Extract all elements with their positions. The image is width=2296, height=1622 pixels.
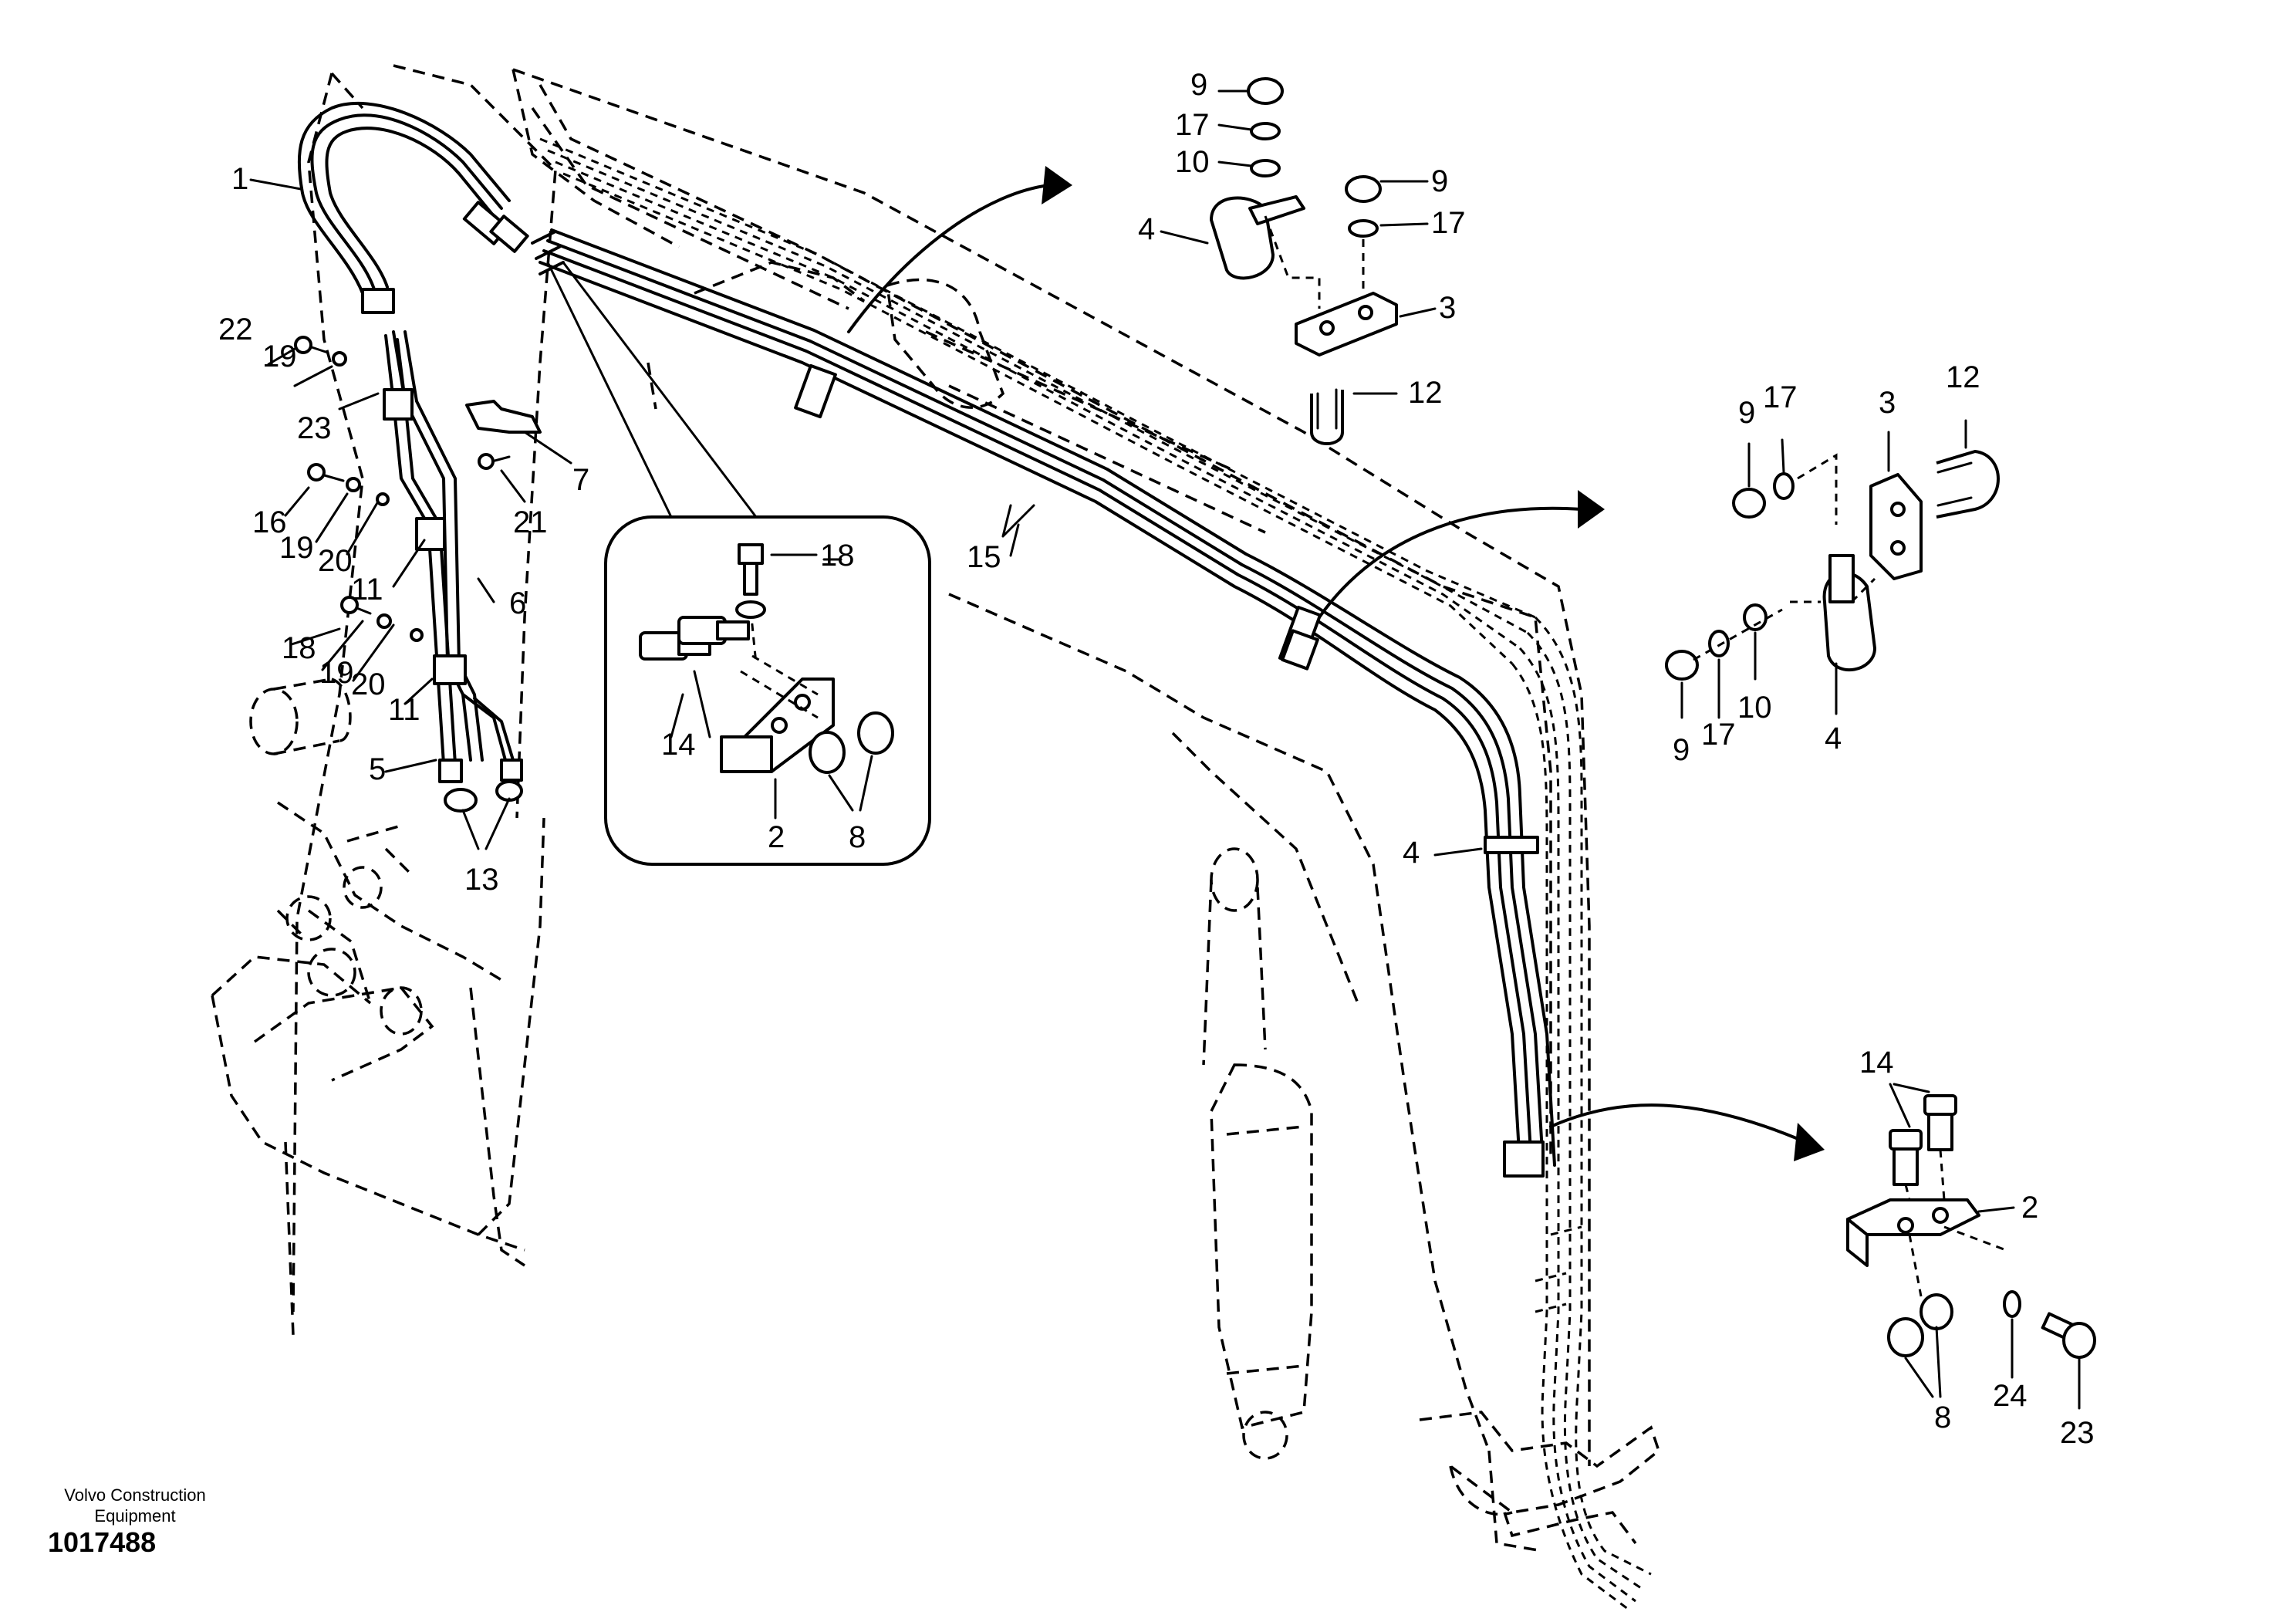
- callout-9: 9: [1190, 68, 1207, 102]
- callout-17: 17: [1763, 380, 1798, 414]
- callout-labels: 1 22 19 23 7 21 16 19 20 11 6 18 19 20 1…: [218, 68, 2095, 1450]
- clamp-detail-top: [847, 77, 1437, 445]
- callout-23: 23: [297, 411, 332, 445]
- callout-19: 19: [262, 340, 297, 373]
- callout-12: 12: [1946, 360, 1980, 394]
- callout-20: 20: [351, 667, 386, 701]
- callout-23: 23: [2060, 1416, 2095, 1450]
- callout-15: 15: [967, 540, 1001, 574]
- callout-18: 18: [820, 539, 855, 573]
- detail-inset: [546, 261, 931, 866]
- callout-18: 18: [282, 631, 316, 665]
- callout-3: 3: [1879, 386, 1896, 420]
- leader-lines: [249, 178, 1035, 850]
- callout-8: 8: [849, 820, 866, 854]
- callout-21: 21: [513, 505, 548, 539]
- callout-4: 4: [1403, 836, 1420, 870]
- callout-13: 13: [464, 863, 499, 897]
- callout-14: 14: [661, 728, 696, 762]
- boom-structure: [211, 64, 1661, 1610]
- callout-4: 4: [1825, 721, 1842, 755]
- callout-1: 1: [231, 162, 248, 196]
- callout-14: 14: [1859, 1046, 1894, 1080]
- callout-19: 19: [279, 531, 314, 565]
- callout-24: 24: [1993, 1379, 2028, 1413]
- callout-2: 2: [768, 820, 785, 854]
- callout-10: 10: [1737, 691, 1772, 725]
- callout-12: 12: [1408, 376, 1443, 410]
- callout-20: 20: [318, 544, 353, 578]
- company-name: Volvo Construction Equipment: [64, 1485, 206, 1526]
- clamp-detail-right: [1009, 419, 2000, 857]
- callout-7: 7: [572, 463, 589, 497]
- callout-17: 17: [1431, 206, 1466, 240]
- document-number: 1017488: [48, 1526, 157, 1558]
- left-hose-assembly: [294, 101, 542, 813]
- callout-17: 17: [1701, 718, 1736, 752]
- callout-9: 9: [1431, 164, 1448, 198]
- main-hose-route: [531, 228, 1556, 1178]
- callout-17: 17: [1175, 108, 1210, 142]
- callout-16: 16: [252, 505, 287, 539]
- callout-6: 6: [509, 586, 526, 620]
- callout-5: 5: [369, 752, 386, 786]
- callout-22: 22: [218, 313, 253, 346]
- callout-2: 2: [2021, 1191, 2038, 1225]
- callout-4: 4: [1138, 212, 1155, 246]
- callout-11: 11: [351, 573, 383, 607]
- callout-19: 19: [319, 656, 354, 690]
- callout-3: 3: [1439, 291, 1456, 325]
- callout-9: 9: [1673, 733, 1690, 767]
- callout-9: 9: [1738, 396, 1755, 430]
- callout-8: 8: [1934, 1401, 1951, 1434]
- bracket-detail-bottom: [1549, 1083, 2096, 1410]
- callout-11: 11: [388, 693, 420, 727]
- callout-10: 10: [1175, 145, 1210, 179]
